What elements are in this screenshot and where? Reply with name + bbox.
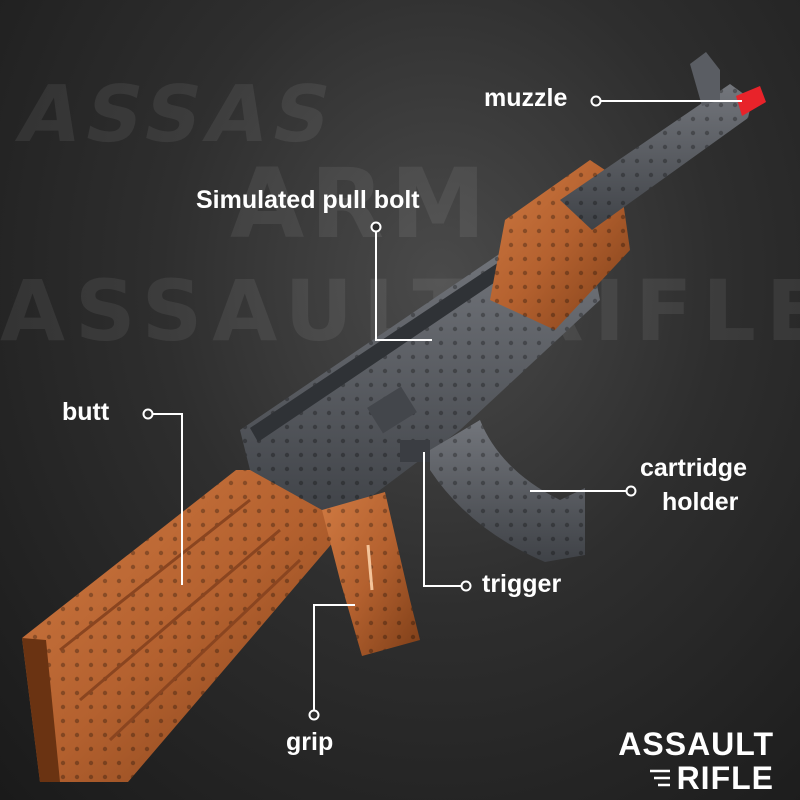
- trigger-guard: [400, 440, 430, 462]
- brand-speed-lines: [650, 769, 670, 787]
- brand-title-line2: RIFLE: [676, 760, 774, 796]
- label-cartridge: cartridge: [640, 454, 747, 482]
- cartridge-holder: [430, 420, 585, 562]
- label-trigger: trigger: [482, 570, 562, 598]
- callout-lines: [142, 95, 742, 721]
- muzzle-tip: [736, 86, 766, 116]
- label-butt: butt: [62, 398, 110, 426]
- label-simulated-pull-bolt: Simulated pull bolt: [196, 186, 420, 214]
- pistol-grip: [322, 492, 420, 656]
- butt-stock: [22, 470, 352, 782]
- receiver: [240, 240, 600, 520]
- label-grip: grip: [286, 728, 334, 756]
- background-watermark-2: ARM: [230, 148, 492, 260]
- brand-title-line1: ASSAULT: [618, 726, 774, 762]
- label-holder: holder: [662, 488, 739, 516]
- barrel: [560, 52, 766, 230]
- label-muzzle: muzzle: [484, 84, 568, 112]
